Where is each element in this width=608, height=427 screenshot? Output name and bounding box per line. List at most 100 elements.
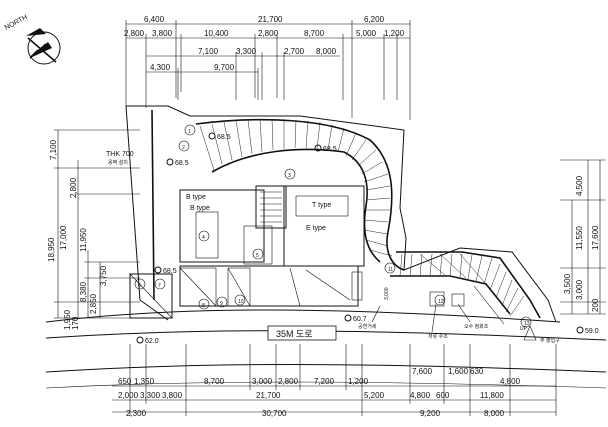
dim-label: 2,850 <box>89 293 98 314</box>
dim-label: 3,300 <box>236 47 257 56</box>
dim-label: 4,800 <box>410 391 431 400</box>
right-dimension-labels: 4,500 11,550 17,600 3,500 3,000 200 <box>563 175 600 312</box>
bottom-dimension-row-1: 650 1,350 8,700 3,000 2,800 7,200 1,200 … <box>118 367 521 386</box>
dim-label: 3,750 <box>99 265 108 286</box>
callout-number: 6 <box>138 283 141 289</box>
dim-label: 21,700 <box>258 15 283 24</box>
vehicle-ramp <box>195 118 541 319</box>
dim-label: 6,200 <box>364 15 385 24</box>
dim-label: 17,600 <box>591 225 600 250</box>
dim-label: 3,000 <box>575 279 584 300</box>
top-dimension-row-1: 6,400 21,700 6,200 <box>144 15 385 24</box>
dim-label: 1,200 <box>384 29 405 38</box>
dim-label: 11,800 <box>480 391 504 400</box>
level-label: 59.0 <box>585 328 599 335</box>
thk-label: THK 700 <box>106 151 134 158</box>
thk-sub-label: 옹벽 설치 <box>108 159 128 166</box>
dim-label: 4,800 <box>500 377 521 386</box>
dim-label: 3,300 <box>140 391 161 400</box>
dim-label: 3,000 <box>384 287 390 300</box>
callout-number: 9 <box>220 301 223 307</box>
callout-number: 4 <box>202 235 205 241</box>
level-label: 68.5 <box>323 146 337 153</box>
dim-label: 2,700 <box>284 47 305 56</box>
dim-label: 8,700 <box>204 377 225 386</box>
callout-number: 12 <box>438 299 444 305</box>
dim-label: 170 <box>71 316 80 330</box>
dim-label: 18,950 <box>47 237 56 262</box>
note-label: 오수 정화조 <box>464 323 489 330</box>
dim-label: 2,000 <box>118 391 139 400</box>
dim-label: 7,600 <box>412 367 433 376</box>
dim-label: 8,380 <box>79 281 88 302</box>
right-dimension-lines <box>560 159 606 315</box>
north-arrow-icon <box>26 28 61 65</box>
top-dimension-row-2: 2,800 3,800 10,400 2,800 8,700 5,000 1,2… <box>124 29 405 38</box>
callout-number: 11 <box>388 267 393 273</box>
level-label: 68.5 <box>163 268 177 275</box>
dim-label: 4,500 <box>575 175 584 196</box>
dim-label: 7,100 <box>49 139 58 160</box>
level-label: 68.5 <box>217 134 231 141</box>
dim-label: 200 <box>591 298 600 312</box>
b-type-label: B type <box>186 194 206 201</box>
dim-label: 6,400 <box>144 15 165 24</box>
callout-number: 3 <box>288 173 291 179</box>
dim-label: 650 <box>118 377 132 386</box>
callout-number: 2 <box>182 145 185 151</box>
callout-number: 10 <box>238 299 244 305</box>
dim-label: 5,000 <box>356 29 377 38</box>
dim-label: 600 <box>436 391 450 400</box>
dim-label: 8,700 <box>304 29 325 38</box>
dim-label: 3,000 <box>252 377 273 386</box>
dim-label: 3,800 <box>162 391 183 400</box>
dim-label: 1,600 <box>448 367 469 376</box>
t-type-label: T type <box>312 202 331 209</box>
left-dimension-lines <box>54 129 140 319</box>
e-type-label: E type <box>306 225 326 232</box>
note-label: 공연거세 <box>358 323 377 330</box>
note-label: 주 출입구 <box>540 337 560 344</box>
b-type-label: B type <box>190 205 210 212</box>
top-dimension-row-3: 7,100 3,300 2,700 8,000 <box>198 47 337 56</box>
dim-label: 30,700 <box>262 409 287 418</box>
callout-number: 7 <box>158 283 161 289</box>
north-label: NORTH <box>4 14 29 32</box>
dim-label: 2,800 <box>278 377 299 386</box>
road-label: 35M 도로 <box>276 329 313 339</box>
level-markers: 68.5 68.5 68.5 68.5 62.0 60.7 59.0 <box>136 132 599 345</box>
dim-label: 2,800 <box>258 29 279 38</box>
dim-label: 11,550 <box>575 226 584 250</box>
dim-label: 2,800 <box>124 29 145 38</box>
dim-label: 10,400 <box>204 29 229 38</box>
callout-number: 8 <box>202 303 205 309</box>
note-leaders <box>371 303 537 341</box>
dim-label: 9,700 <box>214 63 235 72</box>
dim-label: 2,800 <box>69 177 78 198</box>
dim-label: 17,000 <box>59 225 68 250</box>
dim-label: 1,350 <box>134 377 155 386</box>
dim-label: 9,200 <box>420 409 441 418</box>
bottom-dimension-lines <box>112 344 557 416</box>
callout-markers: 1 2 3 4 5 6 7 8 9 10 11 12 13 <box>134 124 532 328</box>
top-dimension-row-4: 4,300 9,700 <box>150 63 235 72</box>
callout-number: 5 <box>256 253 259 259</box>
road-35m <box>45 309 607 389</box>
bottom-dimension-row-3: 2,300 30,700 9,200 8,000 <box>126 409 505 418</box>
dim-label: 21,700 <box>256 391 281 400</box>
level-label: 60.7 <box>353 316 367 323</box>
dim-label: 7,100 <box>198 47 219 56</box>
bottom-dimension-row-2: 2,000 3,300 3,800 21,700 5,200 4,800 600… <box>118 391 504 400</box>
ped-label: UP <box>520 326 528 332</box>
dim-label: 7,200 <box>314 377 335 386</box>
dim-label: 8,000 <box>316 47 337 56</box>
dim-label: 3,800 <box>152 29 173 38</box>
level-label: 62.0 <box>145 338 159 345</box>
dim-label: 11,950 <box>79 228 88 252</box>
level-label: 68.5 <box>175 160 189 167</box>
dim-label: 5,200 <box>364 391 385 400</box>
dim-label: 4,300 <box>150 63 171 72</box>
top-dimension-lines <box>125 20 411 120</box>
